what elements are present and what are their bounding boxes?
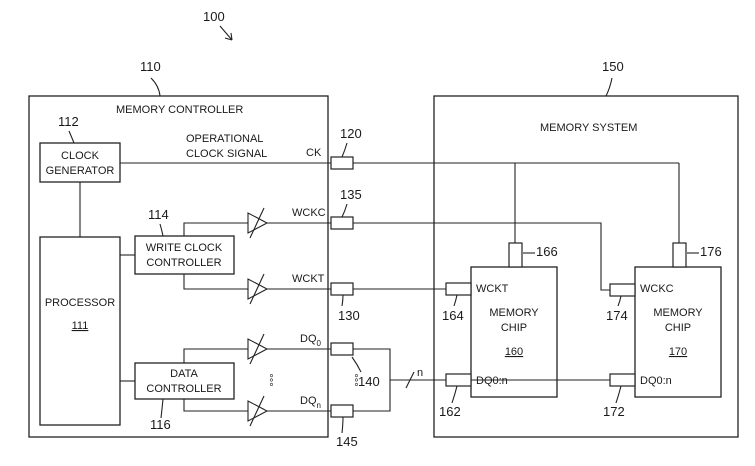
- write-clock-controller-leader: [159, 223, 164, 237]
- data-controller-leader: [160, 398, 164, 419]
- wckt-pin-leader: [341, 294, 344, 307]
- wckc-pin-ref: 135: [340, 187, 362, 202]
- chip-a-data-pad-leader: [451, 385, 458, 404]
- memory-controller-ref: 110: [140, 59, 161, 74]
- wckc-driver-buffer: [247, 212, 269, 234]
- chip-a-label-line2: CHIP: [501, 322, 527, 334]
- write-clock-controller-label-line1: WRITE CLOCK: [146, 242, 223, 254]
- ck-pin-pad: [330, 156, 354, 170]
- dqn-driver-slash: [249, 395, 265, 427]
- dqn-pin-ref: 145: [336, 434, 358, 449]
- chip-a-clock-pad-ref: 164: [442, 308, 464, 323]
- wckt-driver-slash: [249, 273, 265, 305]
- chip-b-data-pad-ref: 172: [603, 404, 625, 419]
- dq0-pin-label: DQ0: [300, 333, 322, 348]
- dq0-pin-pad: [330, 342, 354, 356]
- wckc-pin-label: WCKC: [292, 207, 326, 219]
- memory-system-title: MEMORY SYSTEM: [540, 122, 637, 134]
- wcc-to-wckc-driver-wire: [183, 222, 248, 236]
- ck-pin-label: CK: [306, 147, 322, 159]
- chip-a-data-pad: [445, 373, 472, 387]
- processor-label: PROCESSOR: [45, 297, 115, 309]
- chip-b-label-line1: MEMORY: [653, 307, 703, 319]
- write-clock-controller-label-line2: CONTROLLER: [146, 257, 221, 269]
- wckc-pin-pad: [330, 216, 354, 230]
- clock-generator-ref: 112: [58, 114, 79, 129]
- chip-b-data-pad: [609, 373, 636, 387]
- dq-group-leader: [351, 356, 362, 373]
- chip-a-data-pad-ref: 162: [439, 404, 461, 419]
- data-controller-label-line2: CONTROLLER: [146, 383, 221, 395]
- memory-system-leader: [605, 77, 613, 97]
- chip-a-clock-label: WCKT: [476, 283, 509, 295]
- data-controller-label-line1: DATA: [170, 368, 198, 380]
- dq0-driver-buffer: [247, 338, 269, 360]
- bus-width-slash: [405, 371, 415, 389]
- chip-b-ref: 170: [669, 346, 687, 358]
- chip-a-clock-pad: [445, 282, 472, 296]
- dqn-driver-buffer: [247, 400, 269, 422]
- memory-system-ref: 150: [602, 59, 624, 74]
- wckt-pin-pad: [330, 282, 354, 296]
- figure-number: 100: [203, 9, 225, 24]
- chip-b-clock-pad-ref: 174: [606, 308, 628, 323]
- dc-to-dq0-driver-wire: [183, 348, 248, 363]
- driver-dots: °°°: [262, 373, 274, 386]
- chip-b-data-label: DQ0:n: [640, 375, 672, 387]
- chip-b-clock-label: WCKC: [640, 283, 674, 295]
- wckc-bus-wire: [353, 222, 610, 291]
- chip-b-label-line2: CHIP: [665, 322, 691, 334]
- dqn-pin-label: DQn: [300, 395, 321, 410]
- dc-to-dqn-driver-wire: [183, 399, 248, 412]
- chip-b-ck-pad: [672, 242, 687, 268]
- wckc-driver-slash: [249, 207, 265, 239]
- dq-group-ref: 140: [358, 374, 380, 389]
- data-controller-ref: 116: [150, 417, 171, 432]
- memory-system-box: [433, 95, 739, 438]
- clock-generator-leader: [68, 130, 75, 144]
- write-clock-controller-ref: 114: [148, 207, 169, 222]
- processor-ref: 111: [72, 320, 89, 332]
- dqn-pin-leader: [341, 416, 344, 434]
- chip-b-clock-pad-leader: [617, 295, 622, 307]
- chip-a-ck-pad: [508, 242, 523, 268]
- memory-controller-title: MEMORY CONTROLLER: [116, 104, 243, 116]
- dqn-pin-pad: [330, 404, 354, 418]
- operational-clock-label-line1: OPERATIONAL: [186, 133, 263, 145]
- chip-a-data-label: DQ0:n: [476, 375, 508, 387]
- pin-dots: °°°: [347, 373, 359, 386]
- chip-a-clock-pad-leader: [453, 294, 458, 307]
- wckc-pin-leader: [341, 203, 348, 218]
- chip-b-clock-pad: [609, 283, 636, 297]
- chip-a-label-line1: MEMORY: [489, 307, 539, 319]
- operational-clock-label-line2: CLOCK SIGNAL: [186, 148, 267, 160]
- clock-generator-label-line2: GENERATOR: [46, 165, 115, 177]
- chip-a-ref: 160: [505, 346, 523, 358]
- clock-generator-label-line1: CLOCK: [61, 150, 100, 162]
- chip-b-data-pad-leader: [615, 385, 622, 404]
- bus-width-label: n: [417, 367, 423, 379]
- ck-pin-ref: 120: [340, 126, 362, 141]
- wcc-to-wckt-driver-wire: [183, 274, 248, 290]
- ck-pin-leader: [341, 142, 348, 158]
- wckt-driver-buffer: [247, 278, 269, 300]
- dq0-driver-slash: [249, 333, 265, 365]
- memory-controller-leader: [150, 77, 161, 97]
- wckt-pin-ref: 130: [338, 308, 360, 323]
- memory-controller-box: [28, 95, 329, 438]
- wckt-pin-label: WCKT: [292, 273, 325, 285]
- chip-b-ck-pad-ref: 176: [700, 244, 722, 259]
- chip-a-ck-pad-ref: 166: [536, 244, 558, 259]
- figure-arrow: [219, 25, 233, 41]
